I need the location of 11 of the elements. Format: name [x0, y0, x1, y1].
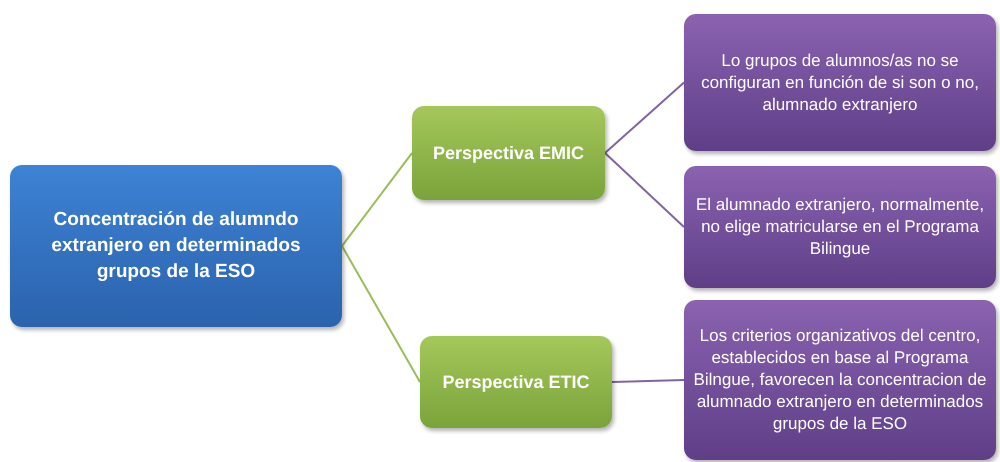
category-box: Perspectiva EMIC — [412, 106, 605, 200]
statement-box: El alumnado extranjero, normalmente, no elige matricularse en el Programa Bilingue — [684, 166, 996, 288]
connector-line — [604, 82, 685, 154]
statement-box: Lo grupos de alumnos/as no se configuran en función de si son o no, alumnado extranjero — [684, 14, 996, 151]
connector-line — [341, 152, 413, 247]
connector-line — [612, 379, 684, 383]
topic-box: Concentración de alumndo extranjero en determinados grupos de la ESO — [10, 165, 342, 327]
statement-box: Los criterios organizativos del centro, establecidos en base al Programa Bilngue, favorecen la concentracion de alumnado extranjero en determinados grupos de la ESO — [684, 300, 996, 460]
connector-line — [341, 246, 421, 382]
connector-line — [604, 152, 685, 228]
category-box: Perspectiva ETIC — [420, 336, 612, 428]
